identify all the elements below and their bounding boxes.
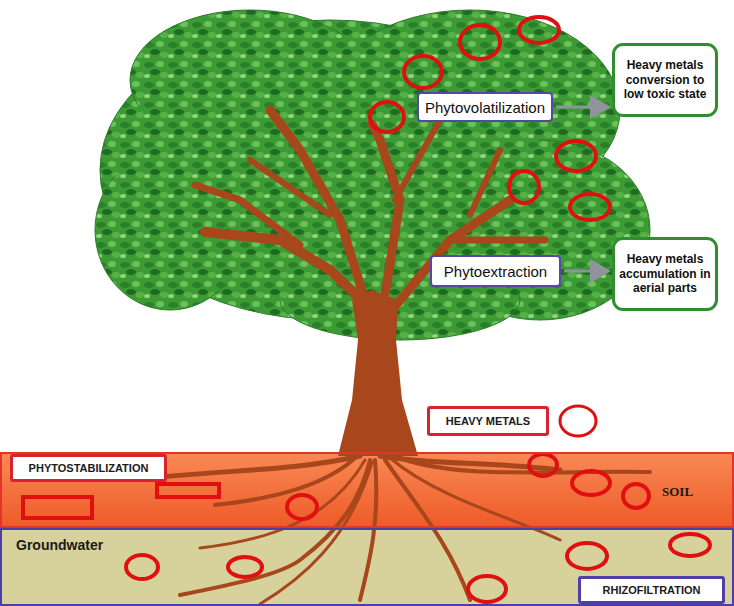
- metal-ring: [228, 557, 262, 577]
- soil-fill: [0, 452, 734, 528]
- method-box: PHYTOSTABILIZATION: [10, 454, 167, 482]
- method-box: Phytovolatilization: [417, 92, 553, 122]
- metal-ring: [126, 555, 158, 579]
- box-label: HEAVY METALS: [446, 415, 530, 427]
- root: [385, 460, 470, 600]
- method-box: Phytoextraction: [430, 255, 561, 287]
- metal-ring: [468, 576, 506, 602]
- metal-ring: [623, 484, 649, 508]
- box-label: Phytoextraction: [444, 263, 547, 280]
- branch: [470, 150, 500, 215]
- arrow-connector: [556, 106, 608, 109]
- metal-ring: [509, 171, 539, 203]
- metal-ring: [519, 17, 559, 43]
- band-label: SOIL: [662, 484, 693, 500]
- box-label: Heavy metals conversion to low toxic sta…: [615, 58, 715, 101]
- band-label: Groundwater: [16, 537, 103, 553]
- branch: [450, 237, 545, 244]
- root: [200, 460, 365, 548]
- metal-ring: [567, 543, 607, 569]
- groundwater-band: GroundwaterRHIZOFILTRATION: [0, 528, 734, 606]
- metal-ring: [560, 406, 596, 436]
- metal-block: [157, 484, 219, 497]
- metal-ring: [529, 454, 557, 476]
- soil-band: SOIL PHYTOSTABILIZATION: [0, 452, 734, 528]
- metal-block: [23, 497, 92, 518]
- metal-ring: [556, 141, 596, 171]
- branch: [395, 120, 440, 200]
- metal-ring: [404, 56, 442, 88]
- tree-trunk: [338, 290, 418, 456]
- root: [360, 460, 376, 600]
- box-label: Phytovolatilization: [425, 99, 545, 116]
- metal-ring: [570, 194, 610, 220]
- metal-ring: [370, 102, 404, 132]
- branch: [195, 185, 300, 245]
- box-label: RHIZOFILTRATION: [603, 584, 701, 596]
- box-label: Heavy metals accumulation in aerial part…: [615, 252, 715, 295]
- metal-ring: [460, 25, 500, 59]
- label-box: HEAVY METALS: [427, 406, 549, 436]
- metal-ring: [287, 495, 317, 519]
- metal-ring: [670, 534, 710, 556]
- root: [400, 458, 650, 473]
- method-box: RHIZOFILTRATION: [578, 576, 725, 604]
- metal-ring: [572, 471, 610, 495]
- root: [260, 462, 372, 604]
- result-box: Heavy metals accumulation in aerial part…: [612, 237, 718, 311]
- heavy-metal-marks: [23, 17, 710, 602]
- roots: [150, 456, 650, 604]
- branch: [250, 160, 330, 215]
- branch: [372, 124, 400, 295]
- result-box: Heavy metals conversion to low toxic sta…: [612, 43, 718, 117]
- arrow-connector: [564, 270, 608, 273]
- box-label: PHYTOSTABILIZATION: [29, 462, 149, 474]
